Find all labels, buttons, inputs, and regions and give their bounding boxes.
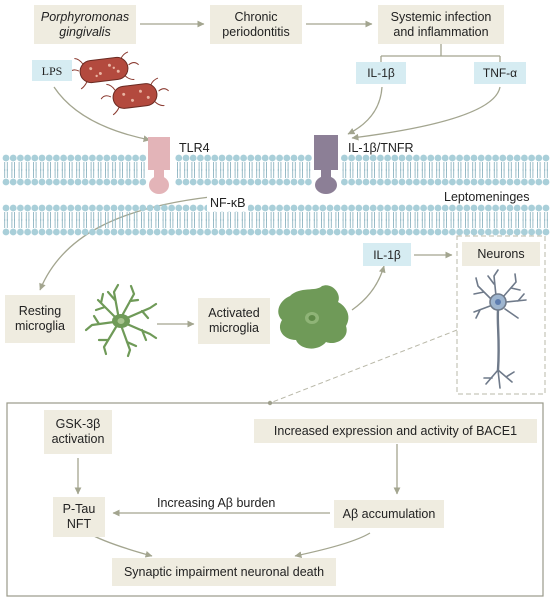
il1b-top-label: IL-1β xyxy=(356,62,406,84)
il1b-tnfr-label: IL-1β/TNFR xyxy=(348,141,414,155)
arrow-tnfa-to-receptor xyxy=(351,86,501,141)
tnfa-label: TNF-α xyxy=(474,62,526,84)
gsk3b-box: GSK-3β activation xyxy=(44,410,112,454)
neurons-label: Neurons xyxy=(462,242,540,266)
lps-label: LPS xyxy=(32,60,72,81)
neurons-box-outline xyxy=(456,235,546,395)
gsk-line1: GSK-3β xyxy=(55,417,101,431)
membrane-bilayer-upper xyxy=(2,154,550,186)
arrow-lps-to-tlr4 xyxy=(53,86,151,143)
systemic-line1: Systemic infection xyxy=(390,9,492,24)
activated-line1: Activated xyxy=(208,306,260,320)
neuron-icon xyxy=(473,269,527,389)
activated-microglia-box: Activated microglia xyxy=(198,298,270,344)
resting-microglia-icon xyxy=(84,283,158,358)
synaptic-text: Synaptic impairment neuronal death xyxy=(123,564,325,579)
nfkb-label: NF-κB xyxy=(207,196,249,211)
bacteria-icon xyxy=(68,51,169,116)
arrow-activated-to-il1b xyxy=(351,265,386,311)
systemic-infection-box: Systemic infection and inflammation xyxy=(378,5,504,44)
membrane-bilayer-lower xyxy=(2,204,550,236)
pathogen-box: Porphyromonas gingivalis xyxy=(34,5,136,44)
resting-line1: Resting xyxy=(18,304,62,318)
abeta-accumulation-box: Aβ accumulation xyxy=(334,500,444,528)
synaptic-impairment-box: Synaptic impairment neuronal death xyxy=(112,558,336,586)
bace1-text: Increased expression and activity of BAC… xyxy=(273,423,518,438)
leptomeninges-label: Leptomeninges xyxy=(444,190,530,204)
pathogen-line1: Porphyromonas xyxy=(40,9,130,24)
arrow-nfkb-to-resting xyxy=(39,196,211,291)
mechanism-panel xyxy=(6,402,544,597)
activated-line2: microglia xyxy=(208,321,259,335)
resting-line2: microglia xyxy=(14,319,65,333)
abeta-acc-text: Aβ accumulation xyxy=(342,506,436,521)
pathogen-line2: gingivalis xyxy=(59,24,111,39)
bace1-box: Increased expression and activity of BAC… xyxy=(254,419,537,443)
tlr4-receptor-icon xyxy=(148,137,170,194)
chronic-line1: Chronic xyxy=(234,9,278,24)
activated-microglia-icon xyxy=(278,285,349,349)
bracket-systemic xyxy=(380,44,501,62)
arrow-abeta-to-synaptic xyxy=(294,532,371,558)
ptau-line1: P-Tau xyxy=(62,502,96,516)
gsk-line2: activation xyxy=(51,432,105,446)
systemic-line2: and inflammation xyxy=(393,24,489,39)
zoom-line xyxy=(269,329,458,404)
resting-microglia-box: Resting microglia xyxy=(5,295,75,343)
il1-receptor-icon xyxy=(314,135,338,194)
arrow-il1b-to-receptor xyxy=(347,86,383,135)
ptau-line2: NFT xyxy=(66,517,92,531)
abeta-burden-label: Increasing Aβ burden xyxy=(157,496,276,510)
ptau-nft-box: P-Tau NFT xyxy=(53,497,105,537)
chronic-line2: periodontitis xyxy=(222,24,290,39)
il1b-mid-label: IL-1β xyxy=(363,243,411,266)
tlr4-label: TLR4 xyxy=(179,141,210,155)
chronic-periodontitis-box: Chronic periodontitis xyxy=(210,5,302,44)
